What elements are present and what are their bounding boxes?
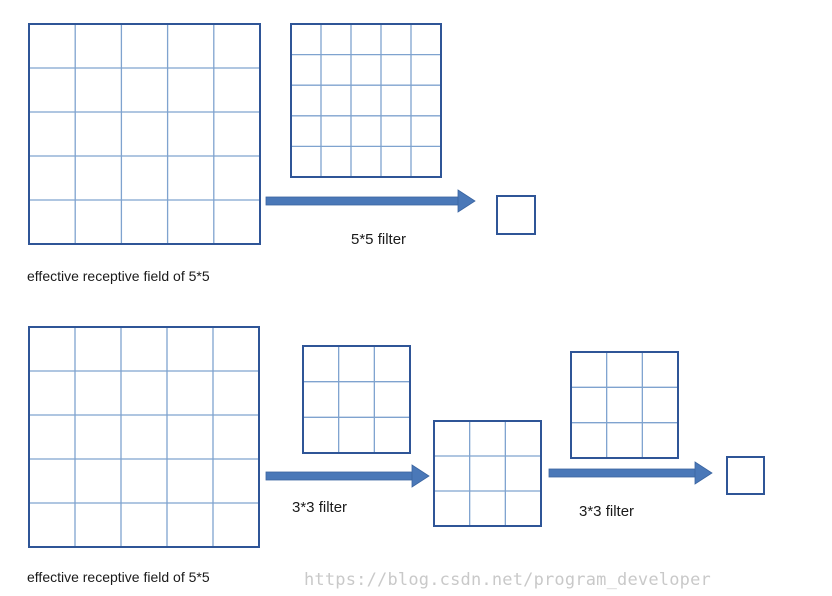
arrow-shaft	[548, 468, 697, 478]
bottom-filter-label-1: 3*3 filter	[292, 499, 348, 516]
grid-border	[28, 326, 260, 548]
top-filter-grid-5x5	[290, 23, 442, 178]
grid-border	[570, 351, 679, 459]
top-output-cell	[496, 195, 536, 235]
grid-border	[433, 420, 542, 527]
bottom-arrow-1	[265, 464, 430, 488]
bottom-intermediate-grid-3x3	[433, 420, 542, 527]
bottom-caption: effective receptive field of 5*5	[27, 569, 210, 585]
bottom-filter-grid-2-3x3	[570, 351, 679, 459]
top-arrow	[265, 189, 476, 213]
grid-border	[28, 23, 261, 245]
bottom-filter-grid-1-3x3	[302, 345, 411, 454]
top-caption: effective receptive field of 5*5	[27, 268, 210, 284]
arrow-head	[411, 464, 430, 488]
grid-border	[290, 23, 442, 178]
bottom-output-cell	[726, 456, 765, 495]
bottom-arrow-2	[548, 461, 713, 485]
arrow-head	[457, 189, 476, 213]
bottom-filter-label-2: 3*3 filter	[579, 503, 635, 520]
top-input-grid-5x5	[28, 23, 261, 245]
top-filter-label: 5*5 filter	[351, 231, 407, 248]
arrow-head	[694, 461, 713, 485]
watermark: https://blog.csdn.net/program_developer	[304, 570, 711, 590]
grid-border	[302, 345, 411, 454]
arrow-shaft	[265, 471, 414, 481]
bottom-input-grid-5x5	[28, 326, 260, 548]
arrow-shaft	[265, 196, 460, 206]
